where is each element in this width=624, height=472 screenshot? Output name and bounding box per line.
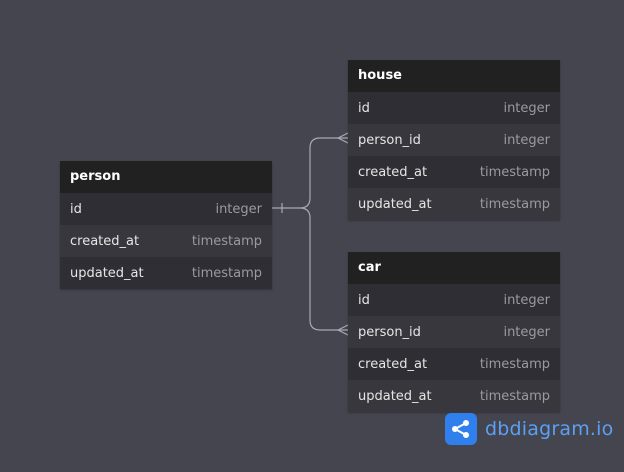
field-type: timestamp	[191, 265, 262, 281]
table-field-row[interactable]: person_id integer	[348, 316, 560, 348]
field-name: created_at	[358, 356, 428, 372]
table-car[interactable]: car id integer person_id integer created…	[348, 252, 560, 412]
field-type: timestamp	[479, 196, 550, 212]
field-name: updated_at	[358, 196, 432, 212]
field-type: integer	[503, 132, 550, 148]
field-type: integer	[215, 201, 262, 217]
relationship-person-car[interactable]	[299, 207, 348, 331]
brand-watermark[interactable]: dbdiagram.io	[445, 413, 613, 445]
field-name: id	[358, 100, 370, 116]
field-name: id	[70, 201, 82, 217]
brand-name: dbdiagram.io	[485, 418, 614, 440]
field-name: created_at	[70, 233, 140, 249]
table-field-row[interactable]: id integer	[348, 284, 560, 316]
table-field-row[interactable]: created_at timestamp	[60, 225, 272, 257]
field-name: created_at	[358, 164, 428, 180]
many-cardinality-marker-house	[337, 132, 349, 144]
table-field-row[interactable]: id integer	[348, 92, 560, 124]
field-name: person_id	[358, 324, 421, 340]
field-type: timestamp	[479, 356, 550, 372]
field-type: integer	[503, 324, 550, 340]
field-type: integer	[503, 292, 550, 308]
table-header[interactable]: car	[348, 252, 560, 284]
table-field-row[interactable]: created_at timestamp	[348, 156, 560, 188]
field-type: timestamp	[479, 164, 550, 180]
table-header[interactable]: person	[60, 161, 272, 193]
table-field-row[interactable]: created_at timestamp	[348, 348, 560, 380]
table-field-row[interactable]: updated_at timestamp	[60, 257, 272, 289]
share-nodes-icon	[445, 413, 477, 445]
table-header[interactable]: house	[348, 60, 560, 92]
many-cardinality-marker-car	[337, 324, 349, 336]
field-name: updated_at	[358, 388, 432, 404]
field-name: id	[358, 292, 370, 308]
table-field-row[interactable]: id integer	[60, 193, 272, 225]
relationship-person-house[interactable]	[272, 137, 348, 209]
table-field-row[interactable]: person_id integer	[348, 124, 560, 156]
field-type: timestamp	[191, 233, 262, 249]
table-field-row[interactable]: updated_at timestamp	[348, 188, 560, 220]
field-name: updated_at	[70, 265, 144, 281]
table-person[interactable]: person id integer created_at timestamp u…	[60, 161, 272, 289]
field-name: person_id	[358, 132, 421, 148]
field-type: integer	[503, 100, 550, 116]
field-type: timestamp	[479, 388, 550, 404]
table-field-row[interactable]: updated_at timestamp	[348, 380, 560, 412]
table-house[interactable]: house id integer person_id integer creat…	[348, 60, 560, 220]
